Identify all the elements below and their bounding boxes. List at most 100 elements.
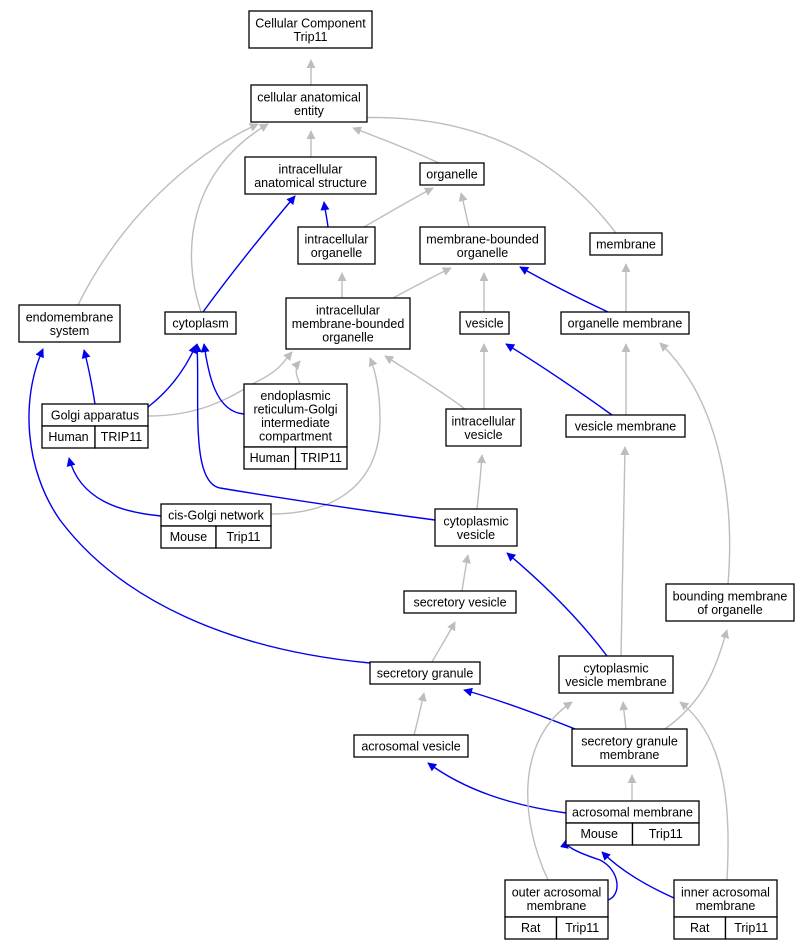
gene-label: Trip11	[734, 921, 768, 935]
edge-iv-to-imbo	[384, 355, 466, 410]
edge-cyto-to-ias	[202, 195, 296, 313]
node-av[interactable]: acrosomal vesicle	[353, 734, 469, 758]
node-vm[interactable]: vesicle membrane	[565, 414, 686, 438]
edge-cgn-to-imbo	[270, 357, 381, 515]
node-sv[interactable]: secretory vesicle	[403, 590, 517, 614]
node-label-line: intracellular	[305, 232, 369, 246]
node-ergic[interactable]: endoplasmicreticulum-Golgiintermediateco…	[243, 383, 348, 470]
gene-cell	[94, 425, 149, 449]
node-box	[18, 304, 121, 343]
edge-endo-to-cae	[77, 123, 259, 306]
node-label-line: intracellular	[279, 162, 343, 176]
node-label-line: secretory granule	[581, 734, 678, 748]
node-box	[285, 297, 411, 350]
node-box	[248, 10, 373, 49]
node-label-line: cellular anatomical	[257, 90, 361, 104]
node-box	[589, 232, 663, 256]
edge-am-to-av	[427, 762, 567, 814]
node-label-line: system	[50, 324, 90, 338]
node-sg[interactable]: secretory granule	[369, 661, 481, 685]
node-box	[434, 508, 518, 547]
species-label: Mouse	[580, 827, 618, 841]
node-box	[369, 661, 481, 685]
node-box	[565, 414, 686, 438]
node-label-line: organelle	[457, 246, 508, 260]
node-box	[571, 728, 688, 767]
node-box	[403, 590, 517, 614]
node-label-line: vesicle membrane	[565, 675, 666, 689]
node-label-line: organelle	[311, 246, 362, 260]
edge-iam-to-am	[601, 851, 675, 899]
edge-cvm-to-cv	[506, 552, 608, 657]
node-vesicle[interactable]: vesicle	[459, 311, 510, 335]
annotation-row: Rat Trip11	[504, 916, 609, 940]
node-label-line: acrosomal vesicle	[361, 740, 460, 754]
node-label-line: bounding membrane	[673, 589, 788, 603]
node-cyto[interactable]: cytoplasm	[164, 311, 237, 335]
node-box	[419, 162, 485, 186]
annotation-row: Mouse Trip11	[565, 822, 700, 846]
node-label-line: membrane-bounded	[426, 232, 539, 246]
node-label-line: outer acrosomal	[512, 885, 602, 899]
node-box	[164, 311, 237, 335]
node-label-line: entity	[294, 104, 325, 118]
edge-cyto-to-cae	[190, 123, 269, 313]
node-membrane[interactable]: membrane	[589, 232, 663, 256]
species-label: Rat	[690, 921, 710, 935]
edge-cv-to-iv	[476, 454, 487, 510]
node-organelle[interactable]: organelle	[419, 162, 485, 186]
node-label-line: compartment	[259, 429, 332, 443]
gene-label: Trip11	[649, 827, 683, 841]
species-label: Mouse	[170, 530, 208, 544]
edge-io-to-ias	[320, 201, 330, 228]
edge-cgn-to-golgi	[66, 457, 162, 517]
node-label-line: cytoplasm	[172, 317, 228, 331]
edge-sg-to-endo	[28, 348, 371, 664]
edge-sgm-to-sg	[463, 687, 581, 732]
edge-cv-to-cyto	[192, 343, 436, 521]
node-box	[243, 383, 348, 448]
edge-ergic-to-imbo	[291, 360, 301, 385]
species-label: Rat	[521, 921, 541, 935]
edge-cvm-to-vm	[620, 446, 630, 657]
edge-ergic-to-cyto	[200, 343, 245, 415]
node-box	[560, 311, 690, 335]
edge-sgm-to-bmo	[664, 629, 729, 730]
node-box	[459, 311, 510, 335]
edge-organelle-to-cae	[352, 126, 440, 164]
edge-golgi-to-cyto	[147, 344, 197, 408]
gene-label: TRIP11	[301, 451, 342, 465]
node-label-line: endomembrane	[26, 310, 114, 324]
gene-cell	[631, 822, 700, 846]
node-label-line: vesicle	[465, 317, 503, 331]
gene-label: Trip11	[565, 921, 599, 935]
node-om[interactable]: organelle membrane	[560, 311, 690, 335]
node-label-line: membrane	[600, 748, 660, 762]
node-label-line: intracellular	[316, 304, 380, 318]
node-box	[445, 408, 522, 447]
node-label-line: reticulum-Golgi	[253, 402, 337, 416]
edge-sgm-to-cvm	[619, 701, 629, 730]
edge-golgi-to-imbo	[147, 351, 293, 417]
edge-iam-to-cvm	[679, 701, 729, 881]
node-label-line: membrane	[527, 899, 587, 913]
